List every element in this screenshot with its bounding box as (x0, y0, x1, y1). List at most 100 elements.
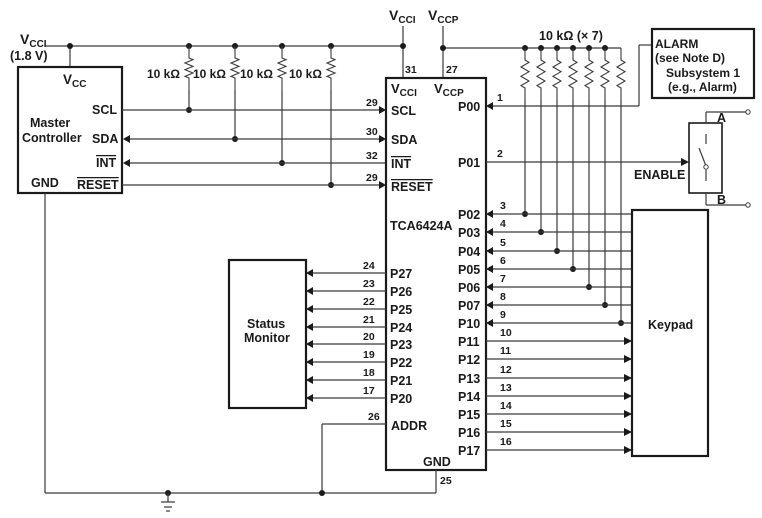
pullup-left-label: 10 kΩ (193, 67, 226, 81)
arrow-icon (306, 376, 313, 384)
arrow-icon (624, 446, 632, 454)
switch-icon (698, 134, 709, 181)
pin-num-p00: 1 (497, 92, 503, 104)
resistor-icon (325, 46, 337, 90)
status-monitor: Status Monitor (227, 258, 308, 410)
terminal-a-icon (745, 109, 751, 115)
chip-pin-label: P21 (390, 374, 412, 388)
arrow-icon (624, 428, 632, 436)
resistor-icon (276, 46, 288, 90)
pullup-right-label: 10 kΩ (× 7) (539, 29, 603, 43)
keypad-bus: 3P024P035P046P057P068P079P1010P1111P1212… (458, 200, 632, 458)
chip-pin-label: P11 (458, 335, 480, 349)
master-title-2: Controller (22, 131, 82, 145)
chip-pin-label: P26 (390, 285, 412, 299)
pin-num-reset: 29 (366, 172, 378, 184)
pin-number: 3 (500, 200, 506, 212)
vcci-top-label: VCCI (389, 7, 416, 26)
pullup-left-label: 10 kΩ (240, 67, 273, 81)
keypad: Keypad (630, 208, 710, 458)
pin-number: 7 (500, 273, 506, 285)
vccp-top-label: VCCP (428, 7, 459, 26)
alarm-label-2: (see Note D) (655, 51, 725, 65)
chip-vcci-label: VCCI (391, 81, 417, 99)
pin-num-addr: 26 (368, 411, 380, 423)
pin-num-p01: 2 (497, 148, 503, 160)
chip-pin-label: P27 (390, 267, 412, 281)
resistor-icon (599, 48, 611, 100)
chip-pin-label: P10 (458, 317, 480, 331)
chip-pin-label: P25 (390, 303, 412, 317)
master-pin-gnd: GND (31, 176, 59, 190)
pullup-left-label: 10 kΩ (289, 67, 322, 81)
pullup-left-label: 10 kΩ (147, 67, 180, 81)
master-title-1: Master (30, 116, 70, 130)
pin-number: 15 (500, 418, 512, 430)
arrow-icon (486, 210, 493, 218)
chip-pin-label: P20 (390, 392, 412, 406)
arrow-icon (486, 228, 493, 236)
arrow-icon (624, 337, 632, 345)
pin-number: 14 (500, 400, 512, 412)
chip-pin-scl: SCL (391, 104, 416, 118)
arrow-icon (306, 394, 313, 402)
master-pin-int: INT (96, 156, 117, 170)
chip-pin-sda: SDA (391, 133, 417, 147)
chip-pin-label: P06 (458, 281, 480, 295)
chip-name: TCA6424A (390, 219, 453, 233)
arrow-icon (306, 269, 313, 277)
status-monitor-label-2: Monitor (244, 331, 290, 345)
chip-pin-p00: P00 (458, 100, 480, 114)
arrow-icon (306, 323, 313, 331)
tca6424a-chip: 31 27 VCCI VCCP SCL SDA INT RESET TCA642… (384, 64, 488, 487)
pin-number: 10 (500, 327, 512, 339)
chip-pin-label: P03 (458, 226, 480, 240)
chip-pin-label: P17 (458, 444, 480, 458)
chip-pin-label: P24 (390, 321, 412, 335)
arrow-icon (486, 265, 493, 273)
chip-vccp-label: VCCP (434, 81, 464, 99)
ground-net: 26 (44, 193, 437, 512)
resistor-icon (551, 48, 563, 100)
terminal-b-icon (745, 202, 751, 208)
pin-number: 19 (363, 349, 375, 361)
chip-pin-label: P15 (458, 408, 480, 422)
pin-num-int: 32 (366, 150, 378, 162)
keypad-label: Keypad (648, 318, 693, 332)
pin-number: 6 (500, 255, 506, 267)
chip-pin-gnd: GND (423, 455, 451, 469)
chip-pin-label: P13 (458, 372, 480, 386)
pin-number: 18 (363, 367, 375, 379)
pin-number: 13 (500, 382, 512, 394)
pin-number: 12 (500, 364, 512, 376)
chip-pin-p01: P01 (458, 156, 480, 170)
arrow-icon (624, 392, 632, 400)
pin-number: 22 (363, 296, 375, 308)
right-pullup-resistors (519, 45, 627, 326)
pin-number: 20 (363, 331, 375, 343)
chip-pin-label: P12 (458, 353, 480, 367)
alarm-label-4: (e.g., Alarm) (668, 80, 737, 94)
i2c-bus: 29 30 32 29 (122, 97, 386, 189)
arrow-icon (624, 355, 632, 363)
pin-num-gnd: 25 (440, 475, 452, 487)
resistor-icon (583, 48, 595, 100)
pin-num-vccp: 27 (446, 64, 458, 76)
arrow-icon (306, 358, 313, 366)
master-controller: VCC Master Controller SCL SDA INT RESET … (16, 65, 124, 195)
